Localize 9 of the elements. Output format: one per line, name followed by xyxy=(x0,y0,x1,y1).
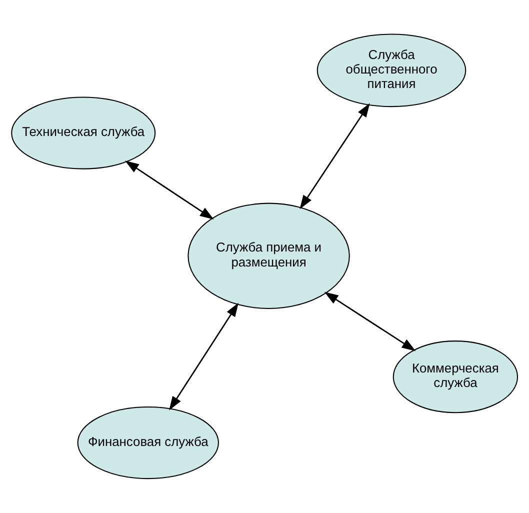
node-ellipse: Финансовая служба xyxy=(77,406,219,480)
node-ellipse: Служба приема и размещения xyxy=(188,202,350,309)
node-ellipse: Техническая служба xyxy=(11,96,156,170)
node-ellipse: Коммерческая служба xyxy=(392,340,518,414)
arrow xyxy=(124,160,214,220)
arrow xyxy=(300,103,370,210)
arrow xyxy=(324,292,416,352)
arrow xyxy=(169,302,239,410)
node-ellipse: Служба общественного питания xyxy=(316,34,466,108)
